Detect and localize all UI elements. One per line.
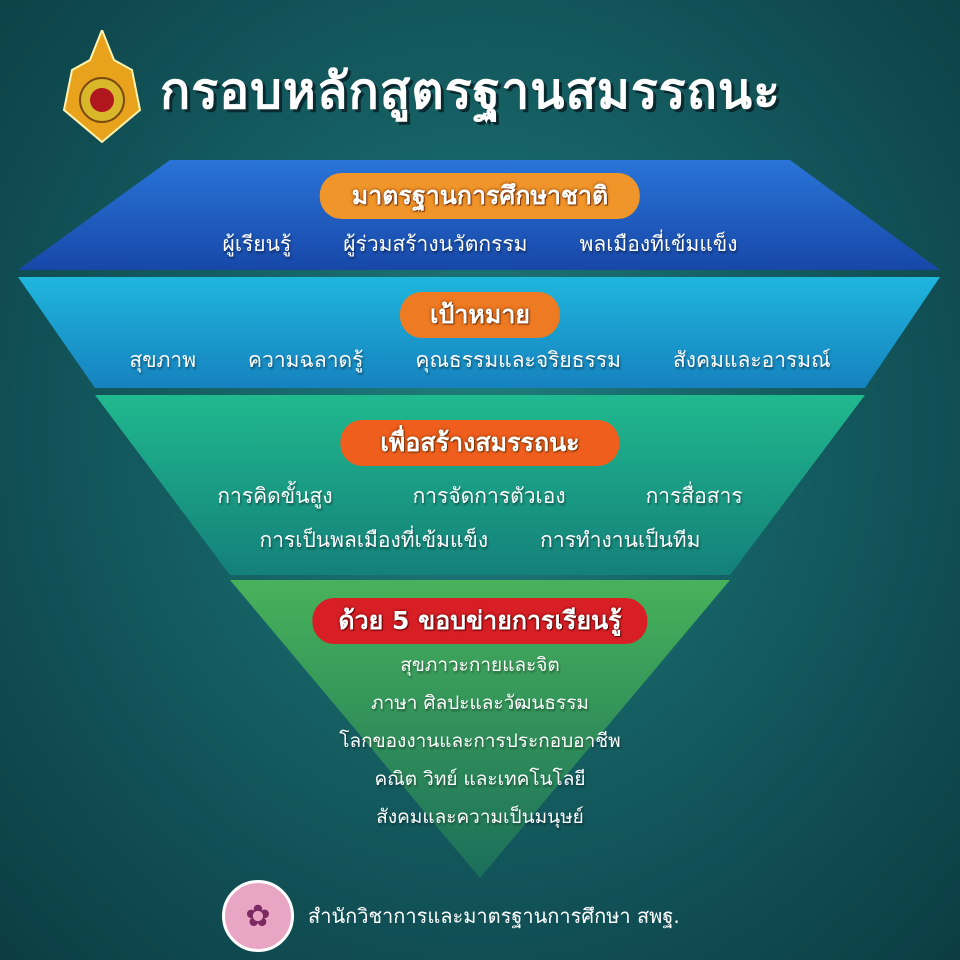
layer-item: ผู้ร่วมสร้างนวัตกรรม [343,232,528,256]
layer-heading: เพื่อสร้างสมรรถนะ [340,420,620,466]
layer-item: การจัดการตัวเอง [412,484,566,508]
layer-learning-areas [230,580,730,878]
academic-office-seal-icon: ✿ [222,880,294,952]
layer-item: สังคมและอารมณ์ [672,348,831,372]
layer-item: พลเมืองที่เข้มแข็ง [579,232,738,256]
layer-items: สุขภาวะกายและจิต ภาษา ศิลปะและวัฒนธรรม โ… [0,646,960,836]
layer-item: การทำงานเป็นทีม [540,528,701,552]
layer-item: คุณธรรมและจริยธรรม [415,348,621,372]
layer-item: คณิต วิทย์ และเทคโนโลยี [374,768,586,790]
layer-item: ความฉลาดรู้ [248,348,364,372]
layer-item: การเป็นพลเมืองที่เข้มแข็ง [259,528,489,552]
layer-item: สุขภาพ [129,348,197,372]
layer-items: การคิดขั้นสูง การจัดการตัวเอง การสื่อสาร [0,480,960,513]
layer-items: การเป็นพลเมืองที่เข้มแข็ง การทำงานเป็นที… [0,524,960,557]
layer-item: สุขภาวะกายและจิต [400,654,560,676]
layer-item: การสื่อสาร [645,484,743,508]
layer-heading: เป้าหมาย [399,292,561,338]
obec-emblem-logo [62,30,142,144]
layer-heading: มาตรฐานการศึกษาชาติ [319,173,641,219]
layer-item: ภาษา ศิลปะและวัฒนธรรม [371,692,589,714]
layer-item: การคิดขั้นสูง [217,484,333,508]
layer-item: ผู้เรียนรู้ [222,232,292,256]
layer-item: โลกของงานและการประกอบอาชีพ [339,730,621,752]
footer-text: สำนักวิชาการและมาตรฐานการศึกษา สพฐ. [308,904,680,928]
footer: ✿ สำนักวิชาการและมาตรฐานการศึกษา สพฐ. [222,880,680,952]
layer-item: สังคมและความเป็นมนุษย์ [376,806,584,828]
layer-items: ผู้เรียนรู้ ผู้ร่วมสร้างนวัตกรรม พลเมือง… [0,228,960,261]
page-title: กรอบหลักสูตรฐานสมรรถนะ [160,62,781,120]
layer-competencies [95,395,865,575]
layer-heading: ด้วย 5 ขอบข่ายการเรียนรู้ [312,598,648,644]
layer-items: สุขภาพ ความฉลาดรู้ คุณธรรมและจริยธรรม สั… [0,344,960,377]
